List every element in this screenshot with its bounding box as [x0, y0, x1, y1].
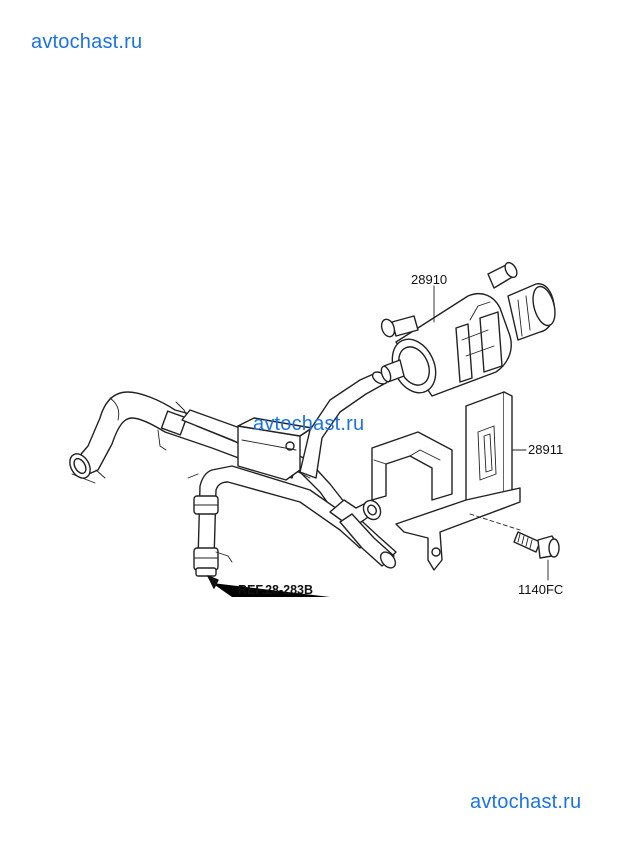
hose-assembly — [69, 371, 397, 577]
leader-ref — [212, 583, 330, 597]
label-solenoid-valve: 28910 — [411, 272, 448, 287]
watermark-top: avtochast.ru — [31, 31, 143, 53]
bracket-part — [371, 391, 521, 571]
label-bolt: 1140FC — [518, 582, 564, 597]
ref-arrowhead — [207, 575, 219, 589]
watermark-bottom: avtochast.ru — [470, 791, 582, 813]
solenoid-valve-part — [380, 261, 556, 397]
bolt-part — [513, 531, 560, 559]
watermark-middle: avtochast.ru — [253, 413, 365, 435]
label-reference: REF.28-283B — [238, 583, 314, 597]
leader-lines — [207, 285, 549, 597]
label-bracket: 28911 — [528, 442, 564, 457]
